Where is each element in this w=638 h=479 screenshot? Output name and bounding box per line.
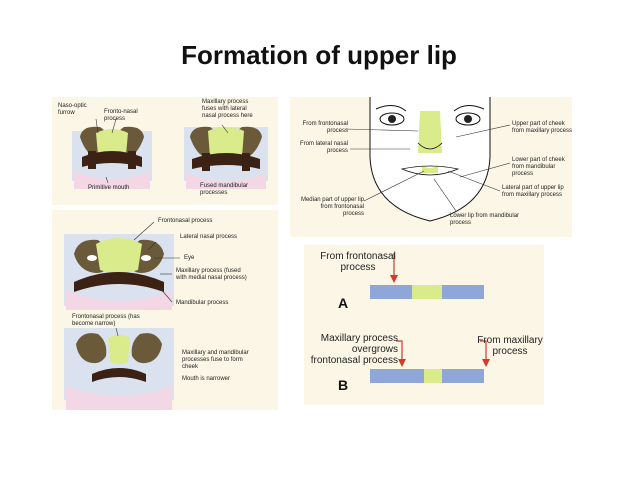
label-b: B	[338, 377, 349, 393]
embryo-head-upper	[64, 234, 174, 310]
label-mandibular: Mandibular process	[176, 300, 229, 306]
label-lateral-nasal: Lateral nasal process	[180, 234, 238, 240]
strip-a-right	[442, 285, 484, 299]
adult-face-drawing	[345, 97, 511, 222]
embryo-head-right	[184, 126, 268, 189]
embryo-processes-drawing	[64, 221, 180, 410]
label-fronto-nasal: Fronto-nasal process	[104, 109, 138, 122]
label-naso-optic: Naso-optic furrow	[58, 103, 87, 116]
label-primitive-mouth: Primitive mouth	[88, 185, 130, 191]
label-mouth-narrower: Mouth is narrower	[182, 376, 231, 382]
panel-adult-face: From frontonasal process From lateral na…	[290, 97, 572, 237]
label-lateral-part: Lateral part of upper lip from maxillary…	[502, 185, 564, 198]
panel-embryo-processes: Frontonasal process Lateral nasal proces…	[52, 210, 278, 410]
panel-lip-strips: From frontonasal process A Maxillary pro…	[304, 245, 544, 405]
strip-b-middle	[424, 369, 442, 383]
label-maxillary-fuses: Maxillary process fuses with lateral nas…	[202, 99, 253, 119]
label-fused-mandibular: Fused mandibular processes	[200, 183, 249, 196]
page-title: Formation of upper lip	[181, 40, 457, 70]
label-frontonasal-narrow: Frontonasal process (has become narrow)	[72, 314, 140, 327]
label-lower-lip: Lower lip from mandibular process	[450, 213, 520, 226]
label-lower-cheek: Lower part of cheek from mandibular proc…	[512, 157, 565, 177]
strip-a-middle	[412, 285, 442, 299]
strip-b-left	[370, 369, 424, 383]
early-embryo-drawing	[72, 118, 268, 189]
label-from-frontonasal-d: From frontonasal process	[320, 251, 396, 273]
embryo-head-left	[72, 126, 152, 189]
panel-early-embryo: Naso-optic furrow Fronto-nasal process P…	[52, 97, 278, 205]
label-a: A	[338, 295, 349, 311]
lip-strips-drawing	[370, 253, 490, 383]
label-maxillary-mandibular: Maxillary and mandibular processes fuse …	[182, 350, 249, 370]
label-from-frontonasal: From frontonasal process	[302, 121, 348, 134]
label-maxillary-overgrows: Maxillary process overgrows frontonasal …	[310, 333, 398, 366]
label-maxillary: Maxillary process (fused with medial nas…	[176, 268, 247, 281]
embryo-head-lower	[64, 328, 174, 410]
strip-a-left	[370, 285, 412, 299]
label-median-part: Median part of upper lip from frontonasa…	[300, 197, 364, 217]
label-from-lateral: From lateral nasal process	[299, 141, 348, 154]
label-eye: Eye	[184, 255, 195, 261]
label-from-maxillary: From maxillary process	[477, 335, 543, 357]
label-frontonasal: Frontonasal process	[158, 218, 213, 224]
label-upper-cheek: Upper part of cheek from maxillary proce…	[512, 121, 572, 134]
strip-b-right	[442, 369, 484, 383]
